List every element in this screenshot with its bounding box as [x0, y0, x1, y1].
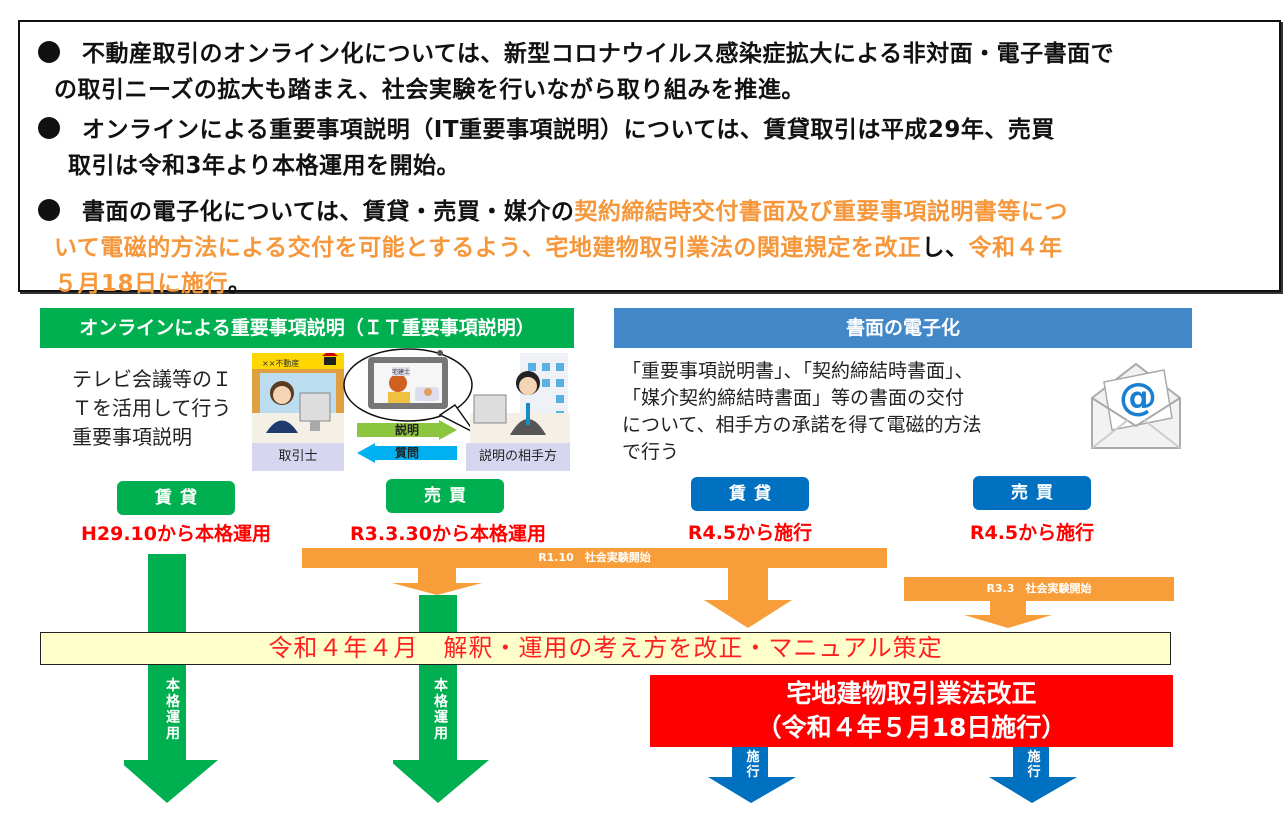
it-sale-down-arrow-icon [393, 665, 489, 803]
agent-illustration-icon [252, 353, 344, 443]
bullet-icon [38, 117, 60, 139]
orange-down-arrow-icon [964, 601, 1052, 628]
summary-box: 不動産取引のオンライン化については、新型コロナウイルス感染症拡大による非対面・電… [18, 20, 1281, 297]
orange-down-arrow-icon [392, 568, 482, 595]
doc-section-header: 書面の電子化 [614, 308, 1192, 348]
bullet-1-cont: の取引ニーズの拡大も踏まえ、社会実験を行いながら取り組みを推進。 [54, 77, 805, 103]
bullet-3-text: 。 [228, 271, 252, 297]
it-sale-badge: 売買 [386, 479, 504, 513]
bullet-icon [38, 199, 60, 221]
question-arrow-label: 質問 [394, 446, 419, 460]
arrow-label-char: 本 [434, 678, 448, 694]
email-icon: @ [1091, 362, 1181, 449]
question-arrow-icon [357, 443, 457, 463]
it-rental-badge: 賃貸 [117, 481, 235, 515]
arrow-label-char: 行 [1027, 765, 1041, 780]
it-section-header: オンラインによる重要事項説明（ＩＴ重要事項説明） [40, 308, 574, 348]
doc-sale-arrow-label: 施行 [1024, 750, 1044, 780]
arrow-label-char: 用 [166, 726, 180, 742]
doc-sale-status: R4.5から施行 [969, 522, 1095, 544]
arrow-label-char: 格 [434, 694, 448, 710]
agent-label: 取引士 [252, 443, 344, 471]
it-rental-status: H29.10から本格運用 [80, 523, 271, 545]
arrow-label-char: 施 [746, 750, 760, 765]
doc-description: 「重要事項説明書」、「契約締結時書面」、 「媒介契約締結時書面」等の書面の交付 … [622, 358, 981, 466]
arrow-label-char: 施 [1027, 750, 1041, 765]
bullet-3-highlight: いて電磁的方法による交付を可能とするよう、宅地建物取引業法の関連規定を改正 [54, 235, 922, 261]
client-illustration-icon [470, 353, 570, 443]
bullet-3-text: 書面の電子化については、賃貸・売買・媒介の [82, 199, 575, 225]
law-title: 宅地建物取引業法改正 [786, 679, 1037, 708]
bullet-1: 不動産取引のオンライン化については、新型コロナウイルス感染症拡大による非対面・電… [38, 34, 1114, 68]
doc-rental-badge: 賃貸 [691, 477, 809, 511]
interpretation-revision-band: 令和４年４月 解釈・運用の考え方を改正・マニュアル策定 [40, 632, 1171, 665]
law-revision-box: 宅地建物取引業法改正 （令和４年５月18日施行） [650, 675, 1173, 747]
bullet-3-cont: いて電磁的方法による交付を可能とするよう、宅地建物取引業法の関連規定を改正し、令… [54, 228, 1062, 262]
doc-desc-line: 「重要事項説明書」、「契約締結時書面」、 [622, 360, 974, 382]
shop-sign: ××不動産 [262, 359, 300, 368]
it-desc-line: テレビ会議等のＩ [72, 367, 232, 391]
bullet-1-text: 不動産取引のオンライン化については、新型コロナウイルス感染症拡大による非対面・電… [82, 41, 1115, 67]
doc-desc-line: で行う [622, 441, 680, 463]
it-description: テレビ会議等のＩ Ｔを活用して行う 重要事項説明 [72, 365, 232, 452]
it-rental-arrow-label: 本格運用 [163, 678, 183, 742]
it-rental-arrow-shaft [148, 554, 186, 632]
arrow-label-char: 行 [746, 765, 760, 780]
doc-desc-line: について、相手方の承諾を得て電磁的方法 [622, 414, 982, 436]
doc-desc-line: 「媒介契約締結時書面」等の書面の交付 [622, 387, 965, 409]
arrow-label-char: 運 [166, 710, 180, 726]
bullet-icon [38, 41, 60, 63]
explain-arrow-label: 説明 [394, 423, 419, 437]
bullet-3-highlight: 契約締結時交付書面及び重要事項説明書等につ [574, 199, 1068, 225]
it-sale-status: R3.3.30から本格運用 [350, 523, 546, 545]
it-desc-line: Ｔを活用して行う [72, 396, 232, 420]
it-desc-line: 重要事項説明 [72, 425, 192, 449]
arrow-label-char: 本 [166, 678, 180, 694]
doc-sale-badge: 売買 [973, 476, 1091, 510]
explain-arrow-icon [357, 420, 457, 440]
bullet-2: オンラインによる重要事項説明（IT重要事項説明）については、賃貸取引は平成29年… [38, 110, 1055, 144]
arrow-label-char: 運 [434, 710, 448, 726]
svg-text:@: @ [1119, 375, 1157, 419]
bullet-3: 書面の電子化については、賃貸・売買・媒介の契約締結時交付書面及び重要事項説明書等… [38, 192, 1068, 226]
doc-rental-status: R4.5から施行 [687, 522, 813, 544]
arrow-label-char: 格 [166, 694, 180, 710]
arrow-label-char: 用 [434, 726, 448, 742]
bullet-2-text: オンラインによる重要事項説明（IT重要事項説明）については、賃貸取引は平成29年… [82, 117, 1055, 143]
doc-sale-down-arrow-icon [989, 747, 1077, 803]
screen-label: 宅建士 [392, 367, 411, 376]
bullet-3-highlight: 令和４年 [968, 235, 1063, 261]
experiment-bar-r110: R1.10 社会実験開始 [302, 548, 887, 568]
law-effective-date: （令和４年５月18日施行） [756, 713, 1067, 742]
it-sale-arrow-shaft [419, 595, 457, 632]
bullet-3-highlight: ５月18日に施行 [54, 271, 229, 297]
experiment-bar-r33: R3.3 社会実験開始 [904, 577, 1174, 601]
orange-down-arrow-icon [704, 568, 792, 628]
bullet-3-cont2: ５月18日に施行。 [54, 264, 252, 298]
it-sale-arrow-label: 本格運用 [431, 678, 451, 742]
bullet-3-text: し、 [921, 235, 969, 261]
doc-rental-down-arrow-icon [708, 747, 796, 803]
it-rental-down-arrow-icon [124, 665, 218, 803]
bullet-2-cont: 取引は令和3年より本格運用を開始。 [68, 153, 461, 179]
doc-rental-arrow-label: 施行 [743, 750, 763, 780]
client-label: 説明の相手方 [466, 443, 570, 471]
